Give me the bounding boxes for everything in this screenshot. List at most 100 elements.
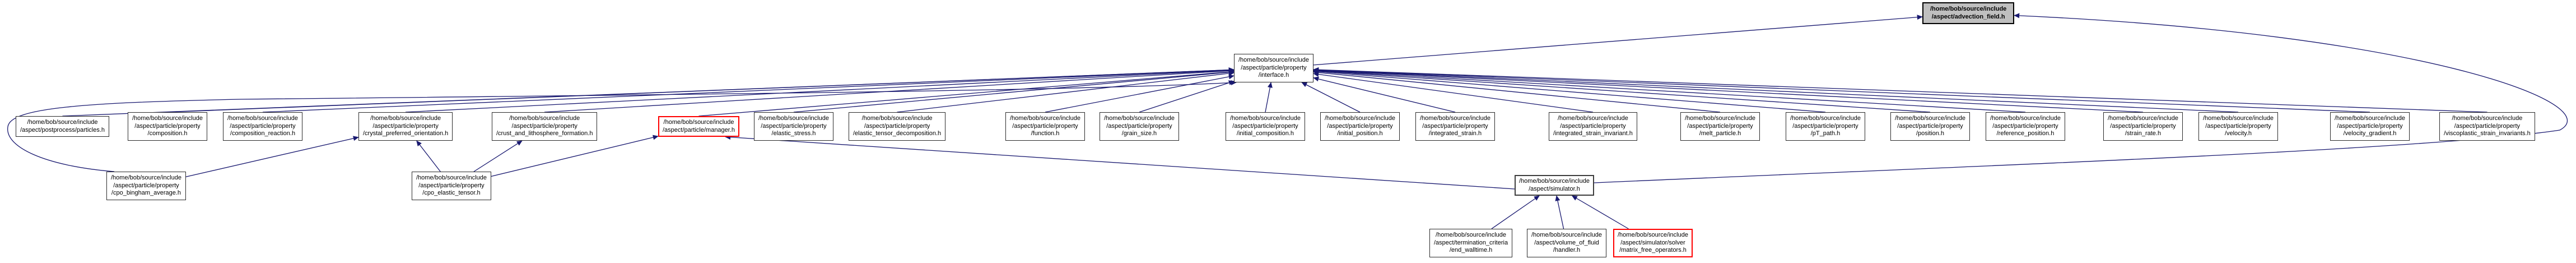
node-label-line: /end_walltime.h bbox=[1449, 247, 1493, 253]
node-label-line: /home/bob/source/include bbox=[370, 115, 441, 122]
node-viscoplastic_strain_invariants[interactable]: /home/bob/source/include/aspect/particle… bbox=[2439, 112, 2535, 141]
node-label-line: /integrated_strain.h bbox=[1428, 130, 1482, 137]
node-label-line: /home/bob/source/include bbox=[1230, 115, 1301, 122]
node-label-line: /aspect/particle/property bbox=[761, 122, 827, 130]
node-label-line: /grain_size.h bbox=[1121, 130, 1157, 137]
node-label-line: /aspect/particle/property bbox=[372, 122, 439, 130]
node-grain_size[interactable]: /home/bob/source/include/aspect/particle… bbox=[1100, 112, 1179, 141]
node-termination_end_walltime[interactable]: /home/bob/source/include/aspect/terminat… bbox=[1429, 229, 1513, 257]
node-strain_rate[interactable]: /home/bob/source/include/aspect/particle… bbox=[2103, 112, 2183, 141]
node-label-line: /home/bob/source/include bbox=[1618, 232, 1688, 238]
node-label-line: /home/bob/source/include bbox=[1104, 115, 1175, 122]
node-label-line: /home/bob/source/include bbox=[1557, 115, 1628, 122]
node-label-line: /aspect/particle/property bbox=[1687, 122, 1753, 130]
node-label-line: /aspect/particle/property bbox=[1792, 122, 1858, 130]
node-label-line: /home/bob/source/include bbox=[2108, 115, 2178, 122]
node-label-line: /home/bob/source/include bbox=[227, 115, 298, 122]
node-label-line: /home/bob/source/include bbox=[2335, 115, 2405, 122]
node-postprocess_particles[interactable]: /home/bob/source/include/aspect/postproc… bbox=[16, 116, 110, 137]
node-label-line: /reference_position.h bbox=[1996, 130, 2055, 137]
node-composition_reaction[interactable]: /home/bob/source/include/aspect/particle… bbox=[223, 112, 302, 141]
node-melt_particle[interactable]: /home/bob/source/include/aspect/particle… bbox=[1680, 112, 1760, 141]
node-initial_position[interactable]: /home/bob/source/include/aspect/particle… bbox=[1320, 112, 1400, 141]
node-manager[interactable]: /home/bob/source/include/aspect/particle… bbox=[658, 116, 740, 137]
node-elastic_tensor_decomposition[interactable]: /home/bob/source/include/aspect/particle… bbox=[849, 112, 946, 141]
node-function[interactable]: /home/bob/source/include/aspect/particle… bbox=[1005, 112, 1085, 141]
node-initial_composition[interactable]: /home/bob/source/include/aspect/particle… bbox=[1226, 112, 1305, 141]
node-advection_field[interactable]: /home/bob/source/include/aspect/advectio… bbox=[1922, 2, 2015, 24]
node-matrix_free_operators[interactable]: /home/bob/source/include/aspect/simulato… bbox=[1613, 229, 1693, 257]
node-label-line: /aspect/particle/property bbox=[230, 122, 296, 130]
node-label-line: /home/bob/source/include bbox=[1930, 6, 2007, 12]
node-reference_position[interactable]: /home/bob/source/include/aspect/particle… bbox=[1986, 112, 2065, 141]
node-velocity_gradient[interactable]: /home/bob/source/include/aspect/particle… bbox=[2330, 112, 2410, 141]
node-label-line: /handler.h bbox=[1553, 247, 1581, 253]
node-composition[interactable]: /home/bob/source/include/aspect/particle… bbox=[128, 112, 207, 141]
node-label-line: /aspect/particle/property bbox=[2454, 122, 2521, 130]
node-label-line: /aspect/termination_criteria bbox=[1434, 239, 1508, 246]
node-label-line: /velocity_gradient.h bbox=[2343, 130, 2397, 137]
node-label-line: /aspect/particle/property bbox=[1897, 122, 1963, 130]
node-label-line: /aspect/particle/property bbox=[864, 122, 930, 130]
node-crystal_preferred_orientation[interactable]: /home/bob/source/include/aspect/particle… bbox=[358, 112, 453, 141]
node-integrated_strain[interactable]: /home/bob/source/include/aspect/particle… bbox=[1415, 112, 1495, 141]
node-label-line: /home/bob/source/include bbox=[663, 119, 734, 126]
node-label-line: /aspect/advection_field.h bbox=[1931, 13, 2005, 20]
node-elastic_stress[interactable]: /home/bob/source/include/aspect/particle… bbox=[754, 112, 833, 141]
node-label-line: /aspect/simulator/solver bbox=[1620, 239, 1685, 246]
node-label-line: /home/bob/source/include bbox=[2203, 115, 2274, 122]
node-cpo_elastic_tensor[interactable]: /home/bob/source/include/aspect/particle… bbox=[412, 172, 491, 200]
node-label-line: /aspect/simulator.h bbox=[1529, 185, 1580, 192]
node-label-line: /aspect/particle/property bbox=[1232, 122, 1298, 130]
node-label-line: /aspect/particle/property bbox=[1012, 122, 1078, 130]
node-label-line: /composition.h bbox=[147, 130, 188, 137]
node-label-line: /position.h bbox=[1916, 130, 1945, 137]
node-label-line: /aspect/particle/property bbox=[1560, 122, 1626, 130]
node-label-line: /home/bob/source/include bbox=[509, 115, 580, 122]
node-label-line: /initial_position.h bbox=[1337, 130, 1383, 137]
node-label-line: /home/bob/source/include bbox=[2452, 115, 2523, 122]
node-label-line: /home/bob/source/include bbox=[1519, 178, 1590, 184]
node-label-line: /home/bob/source/include bbox=[1436, 232, 1507, 238]
node-crust_and_lithosphere_formation[interactable]: /home/bob/source/include/aspect/particle… bbox=[492, 112, 598, 141]
node-label-line: /home/bob/source/include bbox=[1238, 57, 1309, 63]
node-label-line: /integrated_strain_invariant.h bbox=[1553, 130, 1633, 137]
node-integrated_strain_invariant[interactable]: /home/bob/source/include/aspect/particle… bbox=[1549, 112, 1637, 141]
node-label-line: /aspect/volume_of_fluid bbox=[1534, 239, 1599, 246]
node-label-line: /aspect/particle/property bbox=[1241, 64, 1307, 71]
node-simulator[interactable]: /home/bob/source/include/aspect/simulato… bbox=[1515, 175, 1594, 196]
node-label-line: /home/bob/source/include bbox=[111, 174, 181, 181]
node-label-line: /crystal_preferred_orientation.h bbox=[363, 130, 449, 137]
node-label-line: /composition_reaction.h bbox=[230, 130, 296, 137]
node-volume_of_fluid_handler[interactable]: /home/bob/source/include/aspect/volume_o… bbox=[1527, 229, 1606, 257]
node-label-line: /aspect/particle/property bbox=[1422, 122, 1488, 130]
node-label-line: /initial_composition.h bbox=[1236, 130, 1294, 137]
node-label-line: /home/bob/source/include bbox=[27, 119, 98, 126]
node-velocity[interactable]: /home/bob/source/include/aspect/particle… bbox=[2198, 112, 2278, 141]
node-label-line: /melt_particle.h bbox=[1699, 130, 1741, 137]
node-label-line: /home/bob/source/include bbox=[1685, 115, 1755, 122]
node-label-line: /aspect/particle/property bbox=[511, 122, 577, 130]
node-position[interactable]: /home/bob/source/include/aspect/particle… bbox=[1890, 112, 1970, 141]
node-cpo_bingham_average[interactable]: /home/bob/source/include/aspect/particle… bbox=[106, 172, 186, 200]
node-label-line: /matrix_free_operators.h bbox=[1619, 247, 1687, 253]
node-label-line: /aspect/particle/property bbox=[1327, 122, 1393, 130]
node-label-line: /aspect/particle/property bbox=[418, 182, 485, 189]
node-label-line: /home/bob/source/include bbox=[1790, 115, 1861, 122]
node-label-line: /home/bob/source/include bbox=[861, 115, 933, 122]
node-label-line: /aspect/particle/property bbox=[2337, 122, 2403, 130]
node-label-line: /cpo_elastic_tensor.h bbox=[422, 190, 481, 196]
node-label-line: /strain_rate.h bbox=[2125, 130, 2162, 137]
node-label-line: /pT_path.h bbox=[1810, 130, 1841, 137]
node-label-line: /home/bob/source/include bbox=[132, 115, 203, 122]
node-label-line: /aspect/particle/property bbox=[1106, 122, 1172, 130]
node-label-line: /home/bob/source/include bbox=[1420, 115, 1490, 122]
node-label-line: /aspect/postprocess/particles.h bbox=[20, 126, 105, 133]
node-label-line: /home/bob/source/include bbox=[758, 115, 829, 122]
node-label-line: /home/bob/source/include bbox=[1325, 115, 1395, 122]
node-label-line: /aspect/particle/property bbox=[1992, 122, 2058, 130]
node-pT_path[interactable]: /home/bob/source/include/aspect/particle… bbox=[1786, 112, 1865, 141]
node-label-line: /velocity.h bbox=[2224, 130, 2252, 137]
node-interface[interactable]: /home/bob/source/include/aspect/particle… bbox=[1234, 54, 1313, 82]
